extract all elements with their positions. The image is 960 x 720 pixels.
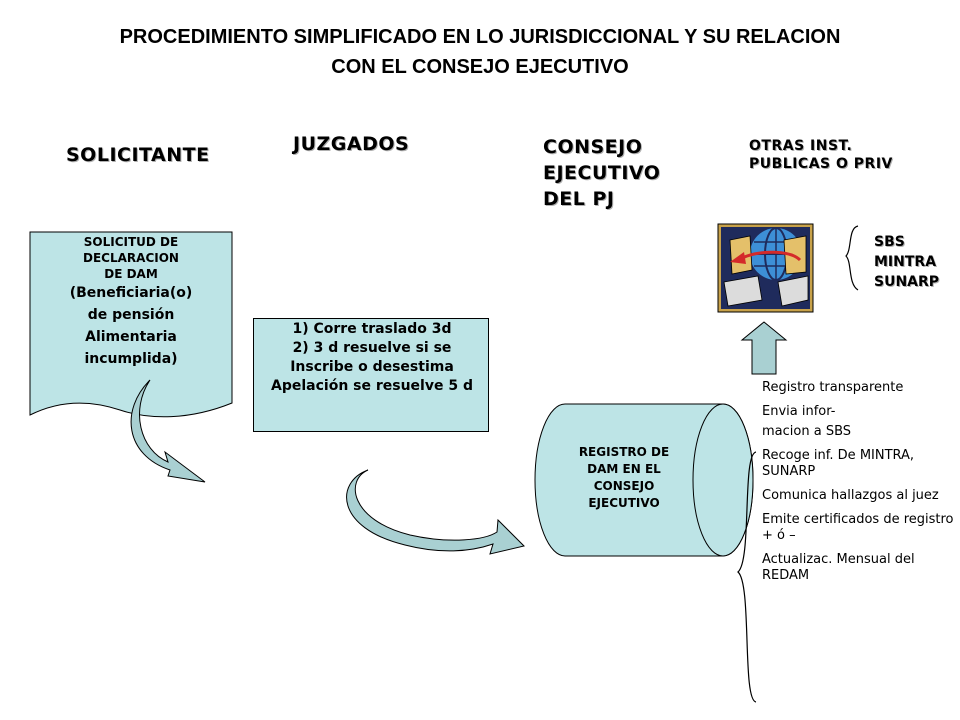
solicitud-text: SOLICITUD DE DECLARACION DE DAM (Benefic… (30, 234, 232, 370)
juzgados-text: 1) Corre traslado 3d 2) 3 d resuelve si … (244, 320, 500, 396)
solicitud-line: SOLICITUD DE (83, 235, 179, 249)
header-solicitante: SOLICITANTE (66, 144, 210, 166)
function-item: macion a SBS (762, 424, 852, 439)
registro-line: EJECUTIVO (588, 496, 660, 510)
solicitud-detail: (Beneficiaria(o) (69, 285, 193, 301)
institutions-brace (845, 225, 859, 291)
solicitud-detail: incumplida) (84, 351, 178, 367)
header-otras-line: PUBLICAS O PRIV (749, 156, 893, 172)
solicitud-detail: de pensión (87, 307, 175, 323)
page-title: PROCEDIMIENTO SIMPLIFICADO EN LO JURISDI… (0, 22, 960, 82)
solicitud-line: DECLARACION (83, 251, 179, 265)
registro-line: REGISTRO DE (578, 445, 670, 459)
institution-item: MINTRA (874, 254, 937, 270)
registro-line: CONSEJO (593, 479, 655, 493)
juzgados-item: Inscribe o desestima (290, 359, 454, 375)
header-consejo-line: CONSEJO (543, 136, 643, 158)
registro-line: DAM EN EL (587, 462, 661, 476)
institutions-list: SBS MINTRA SUNARP (874, 232, 939, 292)
function-item: Actualizac. Mensual del REDAM (762, 552, 915, 583)
title-line-1: PROCEDIMIENTO SIMPLIFICADO EN LO JURISDI… (119, 26, 841, 48)
header-otras-instituciones: OTRAS INST. PUBLICAS O PRIV (749, 137, 893, 173)
juzgados-item: 1) Corre traslado 3d (292, 321, 452, 337)
network-globe-computers-icon (717, 223, 814, 313)
function-item: Recoge inf. De MINTRA, SUNARP (762, 448, 915, 479)
solicitud-detail: Alimentaria (85, 329, 177, 345)
function-item: Emite certificados de registro + ó – (762, 512, 954, 543)
functions-list: Registro transparente Envia infor- macio… (762, 380, 958, 592)
function-item: Registro transparente (762, 380, 904, 395)
header-juzgados: JUZGADOS (293, 133, 410, 155)
flow-arrow-1 (130, 379, 206, 483)
title-line-2: CON EL CONSEJO EJECUTIVO (331, 56, 629, 78)
solicitud-document-shape (29, 231, 233, 418)
juzgados-item: 2) 3 d resuelve si se (292, 340, 452, 356)
up-arrow (740, 321, 788, 375)
function-item: Envia infor- (762, 404, 836, 419)
function-item: Comunica hallazgos al juez (762, 488, 939, 503)
juzgados-box (253, 318, 489, 432)
institution-item: SBS (874, 234, 905, 250)
header-otras-line: OTRAS INST. (749, 138, 853, 154)
header-consejo-line: DEL PJ (543, 188, 615, 210)
registro-cylinder-end (692, 403, 754, 557)
registro-text: REGISTRO DE DAM EN EL CONSEJO EJECUTIVO (550, 444, 698, 512)
header-consejo: CONSEJO EJECUTIVO DEL PJ (543, 134, 660, 212)
institution-item: SUNARP (874, 274, 940, 290)
flow-arrow-2 (346, 469, 525, 555)
header-consejo-line: EJECUTIVO (543, 162, 661, 184)
functions-brace (737, 451, 757, 703)
juzgados-item: Apelación se resuelve 5 d (271, 378, 473, 394)
solicitud-line: DE DAM (104, 267, 158, 281)
